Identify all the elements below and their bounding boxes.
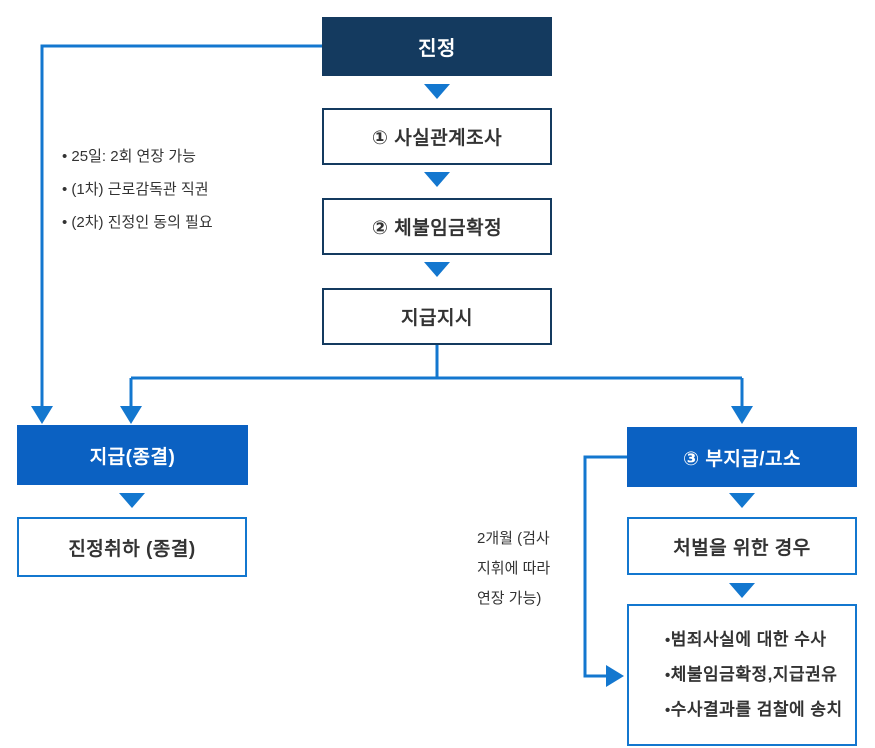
duration-note-line: 지휘에 따라 — [477, 560, 551, 577]
connector-nonpayment-to-investigation — [583, 455, 627, 678]
arrow-nonpayment-to-punishment — [729, 493, 755, 508]
left-note-item: 25일: 2회 연장 가능 — [62, 140, 213, 173]
arrow-complaint-to-fact — [424, 84, 450, 99]
investigation-bullet-list: 범죄사실에 대한 수사 체불임금확정,지급권유 수사결과를 검찰에 송치 — [629, 623, 855, 728]
investigation-item: 체불임금확정,지급권유 — [665, 658, 855, 693]
left-note-item: (1차) 근로감독관 직권 — [62, 173, 213, 206]
node-wage-confirmation-label: ② 체불임금확정 — [371, 218, 503, 239]
node-payment-closed: 지급(종결) — [17, 425, 248, 485]
node-nonpayment-accusation-label: ③ 부지급/고소 — [682, 448, 802, 470]
arrowhead-left-long — [31, 406, 53, 424]
arrow-fact-to-wage — [424, 172, 450, 187]
node-punishment-case-label: 처벌을 위한 경우 — [673, 537, 811, 559]
annotation-left-notes: 25일: 2회 연장 가능 (1차) 근로감독관 직권 (2차) 진정인 동의 … — [62, 140, 213, 239]
node-payment-order: 지급지시 — [322, 288, 552, 345]
node-wage-confirmation: ② 체불임금확정 — [322, 198, 552, 255]
node-complaint-withdrawal-label: 진정취하 (종결) — [68, 538, 196, 560]
arrow-payment-to-withdrawal — [119, 493, 145, 508]
left-note-item: (2차) 진정인 동의 필요 — [62, 206, 212, 239]
duration-note-line: 연장 가능) — [477, 590, 542, 607]
node-complaint: 진정 — [322, 17, 552, 76]
node-complaint-withdrawal: 진정취하 (종결) — [17, 517, 247, 577]
node-nonpayment-accusation: ③ 부지급/고소 — [627, 427, 857, 487]
arrow-wage-to-order — [424, 262, 450, 277]
investigation-item: 범죄사실에 대한 수사 — [665, 623, 855, 658]
node-fact-investigation-label: ① 사실관계조사 — [371, 128, 503, 149]
arrow-punishment-to-investigation — [729, 583, 755, 598]
arrowhead-branch-right — [731, 406, 753, 424]
duration-note-line: 2개월 (검사 — [477, 530, 550, 547]
node-complaint-label: 진정 — [418, 38, 456, 60]
node-payment-order-label: 지급지시 — [401, 308, 473, 329]
node-punishment-case: 처벌을 위한 경우 — [627, 517, 857, 575]
node-payment-closed-label: 지급(종결) — [89, 446, 176, 468]
node-investigation-list: 범죄사실에 대한 수사 체불임금확정,지급권유 수사결과를 검찰에 송치 — [627, 604, 857, 746]
investigation-item: 수사결과를 검찰에 송치 — [665, 693, 855, 728]
arrowhead-branch-left — [120, 406, 142, 424]
node-fact-investigation: ① 사실관계조사 — [322, 108, 552, 165]
arrowhead-loop-right — [606, 665, 624, 687]
annotation-duration-note: 2개월 (검사 지휘에 따라 연장 가능) — [477, 524, 550, 614]
